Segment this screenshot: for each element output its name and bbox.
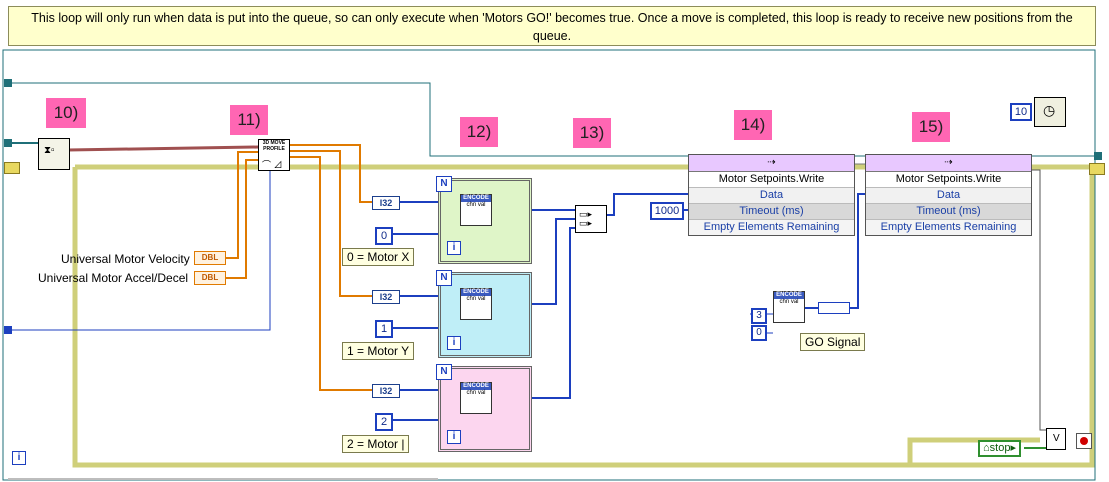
stop-house-icon: ⌂ (983, 442, 990, 454)
for-loop-z-count[interactable]: N (436, 364, 452, 380)
loop-condition-terminal[interactable] (1076, 433, 1092, 449)
note-motor-y: 1 = Motor Y (342, 342, 415, 360)
step-14-label: 14) (734, 110, 772, 140)
wait-ms-node[interactable]: ◷ (1034, 97, 1066, 127)
stop-condition-icon (1080, 437, 1088, 445)
method-2-title: Motor Setpoints.Write (866, 172, 1031, 188)
dequeue-icon: ⧗▫ (44, 145, 55, 156)
method-2-timeout-terminal[interactable]: Timeout (ms) (866, 204, 1031, 220)
3d-move-profile-node[interactable]: 3D MOVE PROFILE ⌒ ⊿ (258, 139, 290, 171)
outer-loop-index: i (12, 451, 26, 465)
go-val-const[interactable]: 0 (751, 325, 767, 341)
method-2-header-icon: ⇢ (866, 155, 1031, 172)
build-array-icon: ▭▸▭▸ (579, 209, 593, 228)
dequeue-element-node[interactable]: ⧗▫ (38, 138, 70, 170)
or-node[interactable]: V (1046, 428, 1066, 450)
index-const-y[interactable]: 1 (375, 320, 393, 338)
index-const-z[interactable]: 2 (375, 413, 393, 431)
step-10-label: 10) (46, 98, 86, 128)
method-1-timeout-terminal[interactable]: Timeout (ms) (689, 204, 854, 220)
note-motor-z: 2 = Motor | (342, 435, 410, 453)
to-i32-node-x[interactable]: I32 (372, 196, 400, 210)
go-signal-label: GO Signal (800, 333, 866, 351)
queue-tunnel[interactable] (4, 79, 12, 87)
curve-icon: ⌒ ⊿ (262, 160, 283, 170)
queue-tunnel-right[interactable] (1094, 152, 1102, 160)
velocity-label: Universal Motor Velocity (61, 252, 190, 266)
for-loop-y-count[interactable]: N (436, 270, 452, 286)
motor-setpoints-write-node-1[interactable]: ⇢ Motor Setpoints.Write Data Timeout (ms… (688, 154, 855, 236)
wait-ms-const[interactable]: 10 (1010, 103, 1032, 121)
shift-register-right-icon[interactable] (1089, 163, 1105, 175)
go-chn-const[interactable]: 3 (751, 308, 767, 324)
array-tunnel-left[interactable] (4, 326, 12, 334)
step-12-label: 12) (460, 117, 498, 147)
method-1-data-terminal[interactable]: Data (689, 188, 854, 204)
block-diagram-comment: This loop will only run when data is put… (8, 6, 1096, 46)
method-1-header-icon: ⇢ (689, 155, 854, 172)
accel-label: Universal Motor Accel/Decel (38, 271, 189, 285)
method-1-title: Motor Setpoints.Write (689, 172, 854, 188)
to-i32-node-z[interactable]: I32 (372, 384, 400, 398)
method-2-empty-terminal[interactable]: Empty Elements Remaining (866, 220, 1031, 235)
timeout-const[interactable]: 1000 (650, 202, 684, 220)
build-array-node[interactable]: ▭▸▭▸ (575, 205, 607, 233)
step-11-label: 11) (230, 105, 268, 135)
method-1-empty-terminal[interactable]: Empty Elements Remaining (689, 220, 854, 235)
to-i32-node-y[interactable]: I32 (372, 290, 400, 304)
clock-icon: ◷ (1043, 102, 1056, 118)
for-loop-y-index: i (447, 336, 461, 350)
step-13-label: 13) (573, 118, 611, 148)
stop-button[interactable]: ⌂stop▸ (978, 440, 1021, 457)
accel-control[interactable]: DBL (194, 271, 226, 285)
motor-setpoints-write-node-2[interactable]: ⇢ Motor Setpoints.Write Data Timeout (ms… (865, 154, 1032, 236)
note-motor-x: 0 = Motor X (342, 248, 415, 266)
profile-title: 3D MOVE PROFILE (262, 140, 286, 152)
build-cluster-node[interactable] (818, 302, 850, 314)
step-15-label: 15) (912, 112, 950, 142)
stop-arrow-icon: ▸ (1010, 442, 1016, 454)
velocity-control[interactable]: DBL (194, 251, 226, 265)
method-2-data-terminal[interactable]: Data (866, 188, 1031, 204)
error-tunnel[interactable] (4, 139, 12, 147)
for-loop-x-count[interactable]: N (436, 176, 452, 192)
shift-register-left-icon[interactable] (4, 162, 20, 174)
for-loop-x-index: i (447, 241, 461, 255)
for-loop-z-index: i (447, 430, 461, 444)
index-const-x[interactable]: 0 (375, 227, 393, 245)
outer-loop-frame (2, 49, 1096, 481)
error-wire (67, 145, 259, 152)
